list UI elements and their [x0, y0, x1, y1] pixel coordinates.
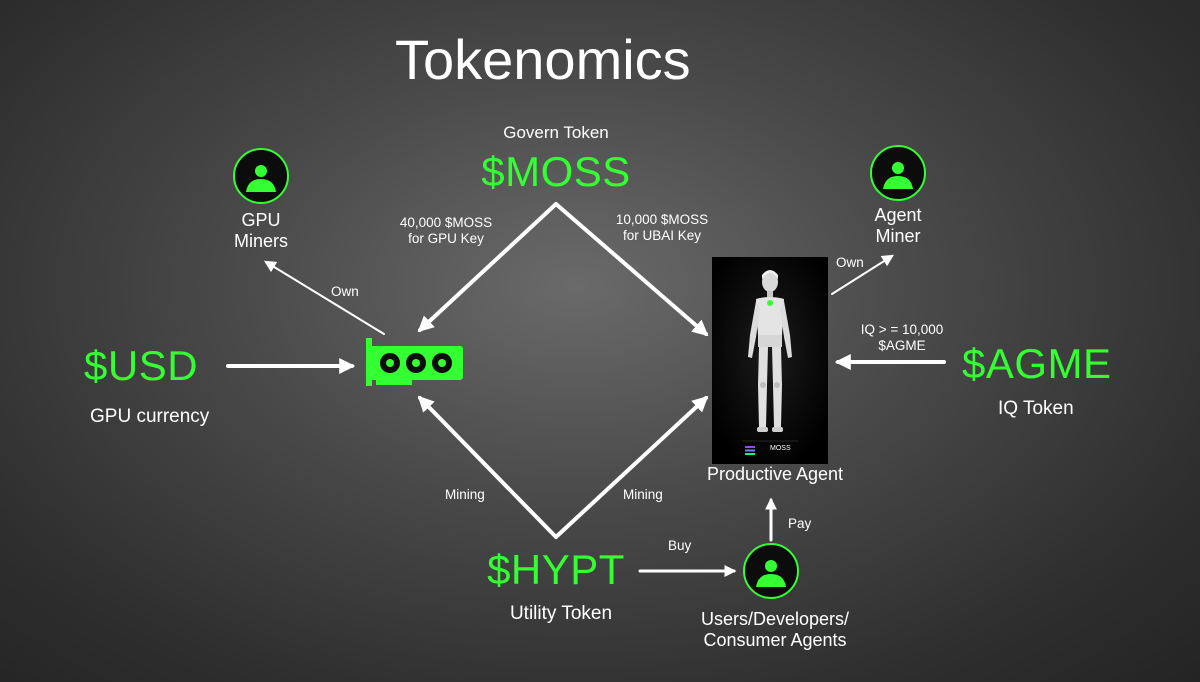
productive-agent-card: MOSS — [712, 257, 828, 464]
arrow-hypt-to-agent — [554, 395, 709, 539]
solana-logo-icon — [745, 446, 755, 455]
page-title: Tokenomics — [395, 28, 691, 91]
arrow-moss-to-gpu — [417, 202, 558, 333]
token-agme-symbol: $AGME — [962, 340, 1112, 387]
edge-agme-to-agent-label: IQ > = 10,000 $AGME — [860, 322, 944, 353]
users-avatar — [743, 543, 799, 599]
arrow-gpu-own — [263, 260, 385, 335]
arrow-agent-own — [831, 254, 895, 295]
token-usd-caption: GPU currency — [90, 406, 210, 427]
edge-gpu-own-label: Own — [331, 284, 359, 299]
edge-hypt-mining-right-label: Mining — [623, 487, 663, 502]
token-hypt-caption: Utility Token — [509, 603, 613, 624]
agent-miner-avatar — [870, 145, 926, 201]
edge-moss-to-gpu-label: 40,000 $MOSS for GPU Key — [399, 215, 493, 246]
robot-figure-icon — [712, 257, 828, 464]
agent-miner-label: Agent Miner — [874, 205, 922, 246]
edge-users-pay-label: Pay — [788, 516, 812, 531]
productive-agent-label: Productive Agent — [706, 464, 844, 484]
users-label: Users/Developers/ Consumer Agents — [700, 609, 850, 650]
edge-agent-own-label: Own — [836, 255, 864, 270]
agent-card-brand: MOSS — [770, 445, 791, 452]
token-moss-caption: Govern Token — [503, 123, 609, 142]
arrow-moss-to-agent — [554, 202, 709, 337]
token-usd-symbol: $USD — [84, 342, 199, 389]
token-moss-symbol: $MOSS — [481, 148, 631, 195]
gpu-miners-label: GPU Miners — [233, 210, 288, 251]
arrow-hypt-to-gpu — [417, 395, 558, 539]
edge-hypt-buy-label: Buy — [668, 538, 692, 553]
edge-moss-to-agent-label: 10,000 $MOSS for UBAI Key — [615, 212, 709, 243]
edge-hypt-mining-left-label: Mining — [445, 487, 485, 502]
token-hypt-symbol: $HYPT — [487, 546, 625, 593]
token-agme-caption: IQ Token — [998, 398, 1074, 419]
gpu-miners-avatar — [233, 148, 289, 204]
